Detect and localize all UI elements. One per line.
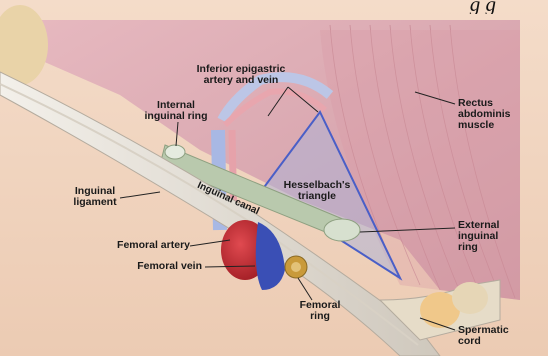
label-hesselbach-line2: triangle [272, 191, 362, 202]
femoral-ring-inner [291, 262, 301, 272]
label-internal-ring-line2: inguinal ring [126, 111, 226, 122]
label-inguinal-ligament: Inguinal ligament [60, 186, 130, 208]
label-femoral-artery: Femoral artery [80, 240, 190, 251]
label-rectus-abdominis: Rectus abdominis muscle [458, 98, 511, 131]
label-femoral-ring-line2: ring [290, 311, 350, 322]
label-inferior-epigastric-line2: artery and vein [176, 75, 306, 86]
label-inguinal-ligament-line2: ligament [60, 197, 130, 208]
label-spermatic-cord-line2: cord [458, 336, 509, 347]
label-rectus-line3: muscle [458, 120, 511, 131]
label-femoral-vein: Femoral vein [90, 261, 202, 272]
internal-inguinal-ring [165, 145, 185, 159]
label-inferior-epigastric: Inferior epigastric artery and vein [176, 64, 306, 86]
label-external-ring: External inguinal ring [458, 220, 499, 253]
label-femoral-ring: Femoral ring [290, 300, 350, 322]
label-hesselbach-triangle: Hesselbach's triangle [272, 180, 362, 202]
spermatic-cord-sheath [452, 282, 488, 314]
cropped-title: g g [0, 0, 548, 14]
external-inguinal-ring [324, 219, 360, 241]
label-external-ring-line3: ring [458, 242, 499, 253]
label-internal-ring: Internal inguinal ring [126, 100, 226, 122]
label-spermatic-cord: Spermatic cord [458, 325, 509, 347]
